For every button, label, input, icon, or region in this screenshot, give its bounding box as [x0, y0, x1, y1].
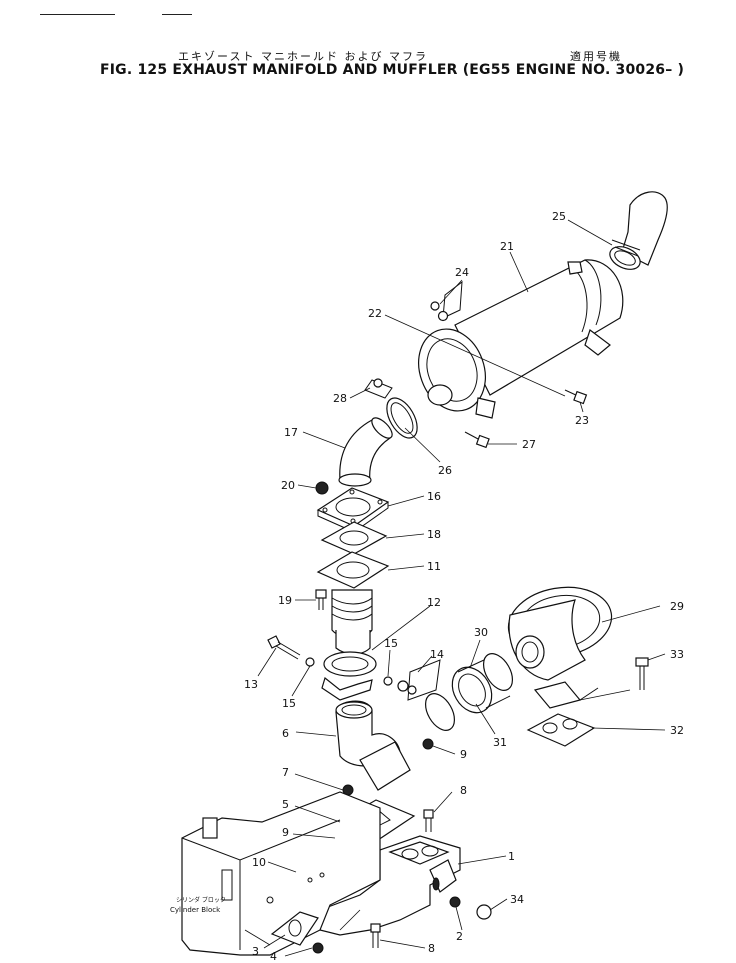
- elbow-pipe-17: [338, 417, 393, 487]
- clamp-ring-12: [321, 651, 377, 701]
- callout-16: 16: [427, 490, 441, 503]
- callout-28: 28: [333, 392, 347, 405]
- callouts: 25 21 24 22 23 28 27 17 26 20 16 18 11 1…: [244, 210, 684, 963]
- cylinder-block: [181, 791, 381, 956]
- callout-32: 32: [670, 724, 684, 737]
- washer-15-left: [305, 657, 315, 667]
- japanese-applicable: 適用号機: [570, 50, 622, 63]
- callout-25: 25: [552, 210, 566, 223]
- sleeve-30: [451, 659, 511, 714]
- callout-10: 10: [252, 856, 266, 869]
- seal-ring-31a: [424, 693, 456, 731]
- callout-8-top: 8: [460, 784, 467, 797]
- leader-lines: [244, 219, 666, 957]
- turbocharger-29: [507, 586, 613, 709]
- callout-22: 22: [368, 307, 382, 320]
- callout-15-left: 15: [282, 697, 296, 710]
- cylinder-block-label: Cylinder Block: [170, 906, 221, 914]
- callout-2: 2: [456, 930, 463, 943]
- figure-title: FIG. 125 EXHAUST MANIFOLD AND MUFFLER (E…: [100, 62, 685, 78]
- callout-23: 23: [575, 414, 589, 427]
- callout-4: 4: [270, 950, 277, 963]
- nut-4: [312, 942, 324, 954]
- callout-8-bottom: 8: [428, 942, 435, 955]
- callout-1: 1: [508, 850, 515, 863]
- callout-9-top: 9: [460, 748, 467, 761]
- callout-27: 27: [522, 438, 536, 451]
- exhaust-manifold-1: [319, 835, 461, 936]
- callout-29: 29: [670, 600, 684, 613]
- japanese-title: エキゾースト マニホールド および マフラ: [178, 50, 428, 63]
- bellows-11: [316, 551, 390, 655]
- callout-33: 33: [670, 648, 684, 661]
- bolt-23: [564, 389, 588, 405]
- stud-8-top: [423, 809, 434, 832]
- nut-34: [476, 904, 492, 920]
- callout-31: 31: [493, 736, 507, 749]
- callout-15-right: 15: [384, 637, 398, 650]
- gasket-18: [320, 521, 388, 555]
- callout-9-bottom: 9: [282, 826, 289, 839]
- gasket-3: [270, 911, 319, 946]
- tail-pipe: [609, 191, 668, 270]
- header-rule-left: [40, 14, 115, 15]
- header-rule-right: [162, 14, 192, 15]
- callout-18: 18: [427, 528, 441, 541]
- callout-17: 17: [284, 426, 298, 439]
- callout-7: 7: [282, 766, 289, 779]
- callout-14: 14: [430, 648, 444, 661]
- stud-8-bottom: [370, 923, 381, 948]
- callout-3: 3: [252, 945, 259, 958]
- muffler: [418, 259, 624, 419]
- callout-24: 24: [455, 266, 469, 279]
- callout-6: 6: [282, 727, 289, 740]
- nut-20: [315, 481, 329, 495]
- bolt-27: [464, 431, 490, 449]
- washer-15-right: [383, 676, 393, 686]
- clamp-26: [386, 397, 418, 439]
- callout-5: 5: [282, 798, 289, 811]
- nut-2: [449, 896, 461, 908]
- callout-20: 20: [281, 479, 295, 492]
- callout-34: 34: [510, 893, 524, 906]
- seal-ring-31b: [482, 653, 514, 691]
- callout-19: 19: [278, 594, 292, 607]
- gasket-32: [526, 713, 596, 747]
- bolt-13: [267, 635, 301, 660]
- cylinder-block-label-jp: シリンダ ブロック: [176, 896, 226, 904]
- nut-28: [364, 378, 393, 399]
- exhaust-elbow-6: [335, 700, 411, 791]
- nut-washer-24: [430, 280, 463, 322]
- bolt-19: [315, 589, 327, 610]
- callout-11: 11: [427, 560, 441, 573]
- nut-14: [397, 659, 441, 701]
- callout-21: 21: [500, 240, 514, 253]
- callout-26: 26: [438, 464, 452, 477]
- callout-12: 12: [427, 596, 441, 609]
- nut-9-top: [422, 738, 434, 750]
- callout-30: 30: [474, 626, 488, 639]
- bolt-33: [635, 657, 649, 690]
- callout-13: 13: [244, 678, 258, 691]
